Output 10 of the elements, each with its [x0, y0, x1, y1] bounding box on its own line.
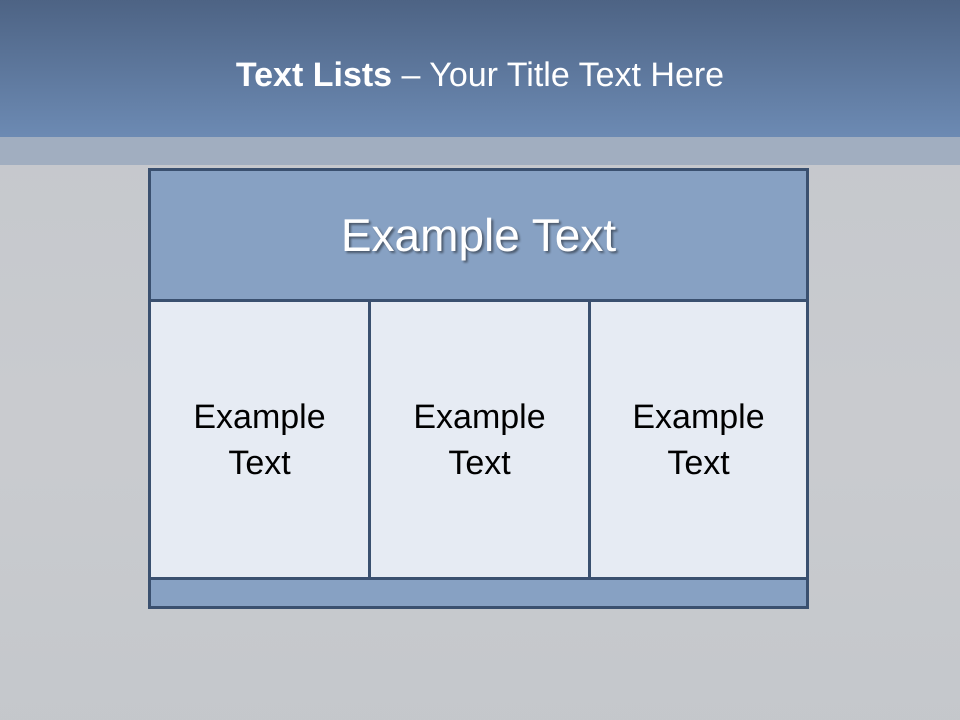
- footer-bar: [148, 577, 809, 609]
- box-text: Example Text: [631, 396, 766, 484]
- box-text: Example Text: [192, 396, 327, 484]
- column-box: [368, 299, 591, 580]
- slide-title: Text Lists – Your Title Text Here: [234, 55, 726, 96]
- box-text: Example Text: [340, 208, 616, 262]
- column-box: [588, 299, 809, 580]
- header-box: [148, 168, 809, 302]
- box-text: Example Text: [412, 396, 547, 484]
- column-box: [148, 299, 371, 580]
